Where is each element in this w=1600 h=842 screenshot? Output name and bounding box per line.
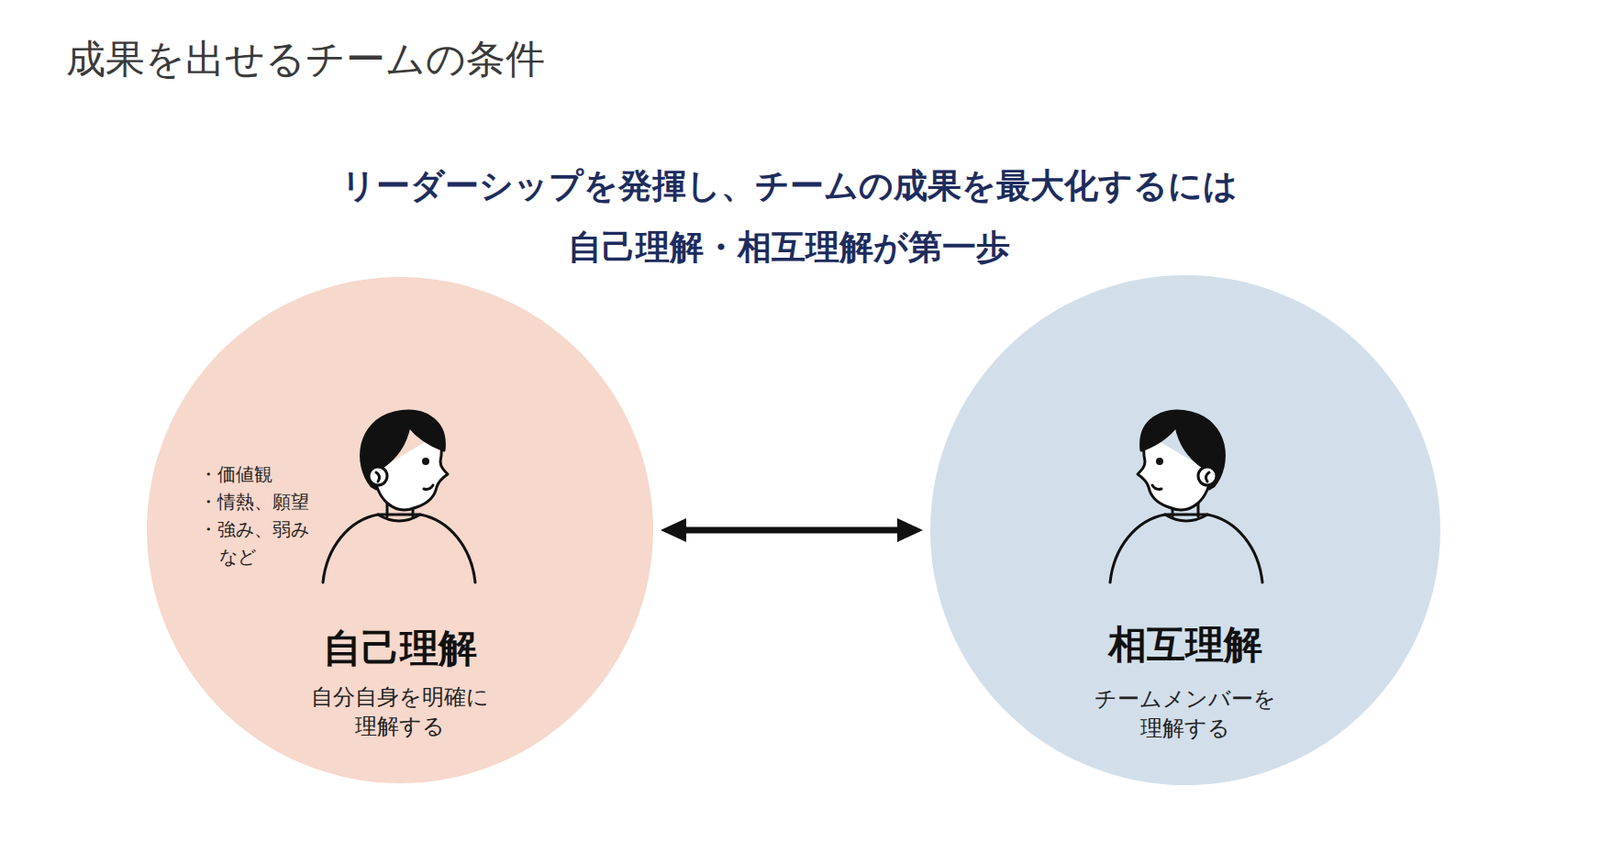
node-heading: 自己理解 <box>146 625 654 672</box>
person-illustration <box>1108 408 1265 583</box>
node-body: チームメンバーを 理解する <box>1093 684 1278 744</box>
circle-node: 相互理解チームメンバーを 理解する <box>930 275 1441 786</box>
double-arrow <box>686 527 898 534</box>
bullet-item: など <box>219 543 256 571</box>
bullet-item: ・情熱、願望 <box>199 488 310 516</box>
bullet-item: ・強み、弱み <box>199 515 310 544</box>
bullet-item: ・価値観 <box>199 460 273 489</box>
slide-heading: リーダーシップを発揮し、チームの成果を最大化するには 自己理解・相互理解が第一歩 <box>339 155 1239 278</box>
slide-title: 成果を出せるチームの条件 <box>66 34 545 83</box>
node-body: 自分自身を明確に 理解する <box>308 682 492 742</box>
node-heading: 相互理解 <box>930 622 1441 668</box>
person-illustration <box>321 408 478 583</box>
circle-node: ・価値観・情熱、願望・強み、弱みなど自己理解自分自身を明確に 理解する <box>146 277 654 784</box>
